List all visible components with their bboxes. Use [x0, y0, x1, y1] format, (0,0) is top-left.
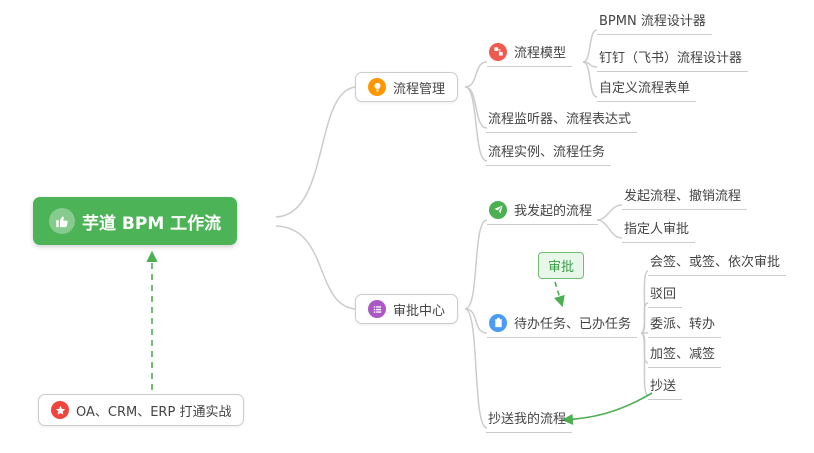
node-add-reduce-sign[interactable]: 加签、减签 — [648, 341, 722, 368]
node-label: 指定人审批 — [624, 222, 690, 237]
node-label: 委派、转办 — [650, 317, 716, 332]
node-countersign[interactable]: 会签、或签、依次审批 — [648, 249, 787, 276]
clipboard-icon — [489, 313, 507, 332]
list-icon — [368, 300, 386, 318]
thumbs-up-icon — [49, 208, 75, 234]
link-todo-cc — [640, 332, 649, 396]
node-instance-task[interactable]: 流程实例、流程任务 — [486, 139, 612, 166]
node-dingtalk-feishu-designer[interactable]: 钉钉（飞书）流程设计器 — [597, 45, 749, 72]
node-label: 流程监听器、流程表达式 — [488, 112, 632, 127]
node-label: 流程模型 — [514, 46, 567, 61]
node-label: 抄送 — [650, 379, 677, 394]
node-reject[interactable]: 驳回 — [648, 281, 683, 308]
link-model-customform — [582, 61, 598, 98]
approval-tag-label: 审批 — [548, 260, 575, 275]
node-oa-crm-erp[interactable]: OA、CRM、ERP 打通实战 — [38, 394, 245, 426]
root-node[interactable]: 芋道 BPM 工作流 — [33, 197, 238, 245]
link-pm-instance — [464, 86, 488, 162]
link-todo-reject — [640, 302, 649, 334]
node-label: OA、CRM、ERP 打通实战 — [76, 404, 232, 420]
node-cc-my-process[interactable]: 抄送我的流程 — [486, 406, 573, 433]
node-listener-expression[interactable]: 流程监听器、流程表达式 — [486, 106, 638, 133]
node-label: 钉钉（飞书）流程设计器 — [599, 51, 743, 66]
node-label: 驳回 — [650, 287, 677, 302]
root-label: 芋道 BPM 工作流 — [82, 213, 222, 234]
node-bpmn-designer[interactable]: BPMN 流程设计器 — [597, 8, 712, 35]
node-label: 抄送我的流程 — [488, 412, 567, 427]
link-ac-my-initiated — [464, 219, 488, 310]
link-root-process-management — [275, 86, 357, 218]
node-process-management[interactable]: 流程管理 — [355, 72, 459, 102]
node-label: 我发起的流程 — [514, 204, 593, 219]
node-label: 待办任务、已办任务 — [514, 317, 632, 332]
arrow-approval-tag-to-todo — [554, 281, 565, 308]
node-cc[interactable]: 抄送 — [648, 373, 683, 400]
node-label: 流程实例、流程任务 — [488, 145, 606, 160]
node-approval-center[interactable]: 审批中心 — [355, 294, 459, 324]
flow-icon — [489, 42, 507, 61]
link-root-approval-center — [275, 225, 357, 310]
node-label: 发起流程、撤销流程 — [624, 189, 742, 204]
node-todo-done[interactable]: 待办任务、已办任务 — [487, 311, 638, 338]
node-initiate-cancel[interactable]: 发起流程、撤销流程 — [622, 183, 748, 210]
send-icon — [489, 200, 507, 219]
arrow-cc-to-ccmy — [561, 392, 653, 425]
link-pm-process-model — [464, 61, 488, 88]
lightbulb-icon — [368, 78, 386, 96]
link-myinit-assigned — [596, 219, 623, 239]
node-label: 会签、或签、依次审批 — [650, 255, 781, 270]
node-process-model[interactable]: 流程模型 — [487, 40, 573, 67]
node-label: 加签、减签 — [650, 347, 716, 362]
link-model-bpmn — [582, 29, 598, 63]
node-assigned-approver[interactable]: 指定人审批 — [622, 216, 696, 243]
link-ac-todo — [464, 308, 488, 334]
approval-tag[interactable]: 审批 — [538, 252, 585, 279]
node-label: BPMN 流程设计器 — [599, 14, 706, 29]
node-label: 审批中心 — [393, 303, 446, 319]
link-myinit-initiate — [596, 204, 623, 221]
link-ac-ccmy — [464, 308, 488, 429]
node-custom-form[interactable]: 自定义流程表单 — [597, 75, 697, 102]
node-delegate-transfer[interactable]: 委派、转办 — [648, 311, 722, 338]
star-icon — [51, 401, 69, 419]
node-my-initiated[interactable]: 我发起的流程 — [487, 198, 599, 225]
node-label: 自定义流程表单 — [599, 81, 691, 96]
node-label: 流程管理 — [393, 81, 446, 97]
